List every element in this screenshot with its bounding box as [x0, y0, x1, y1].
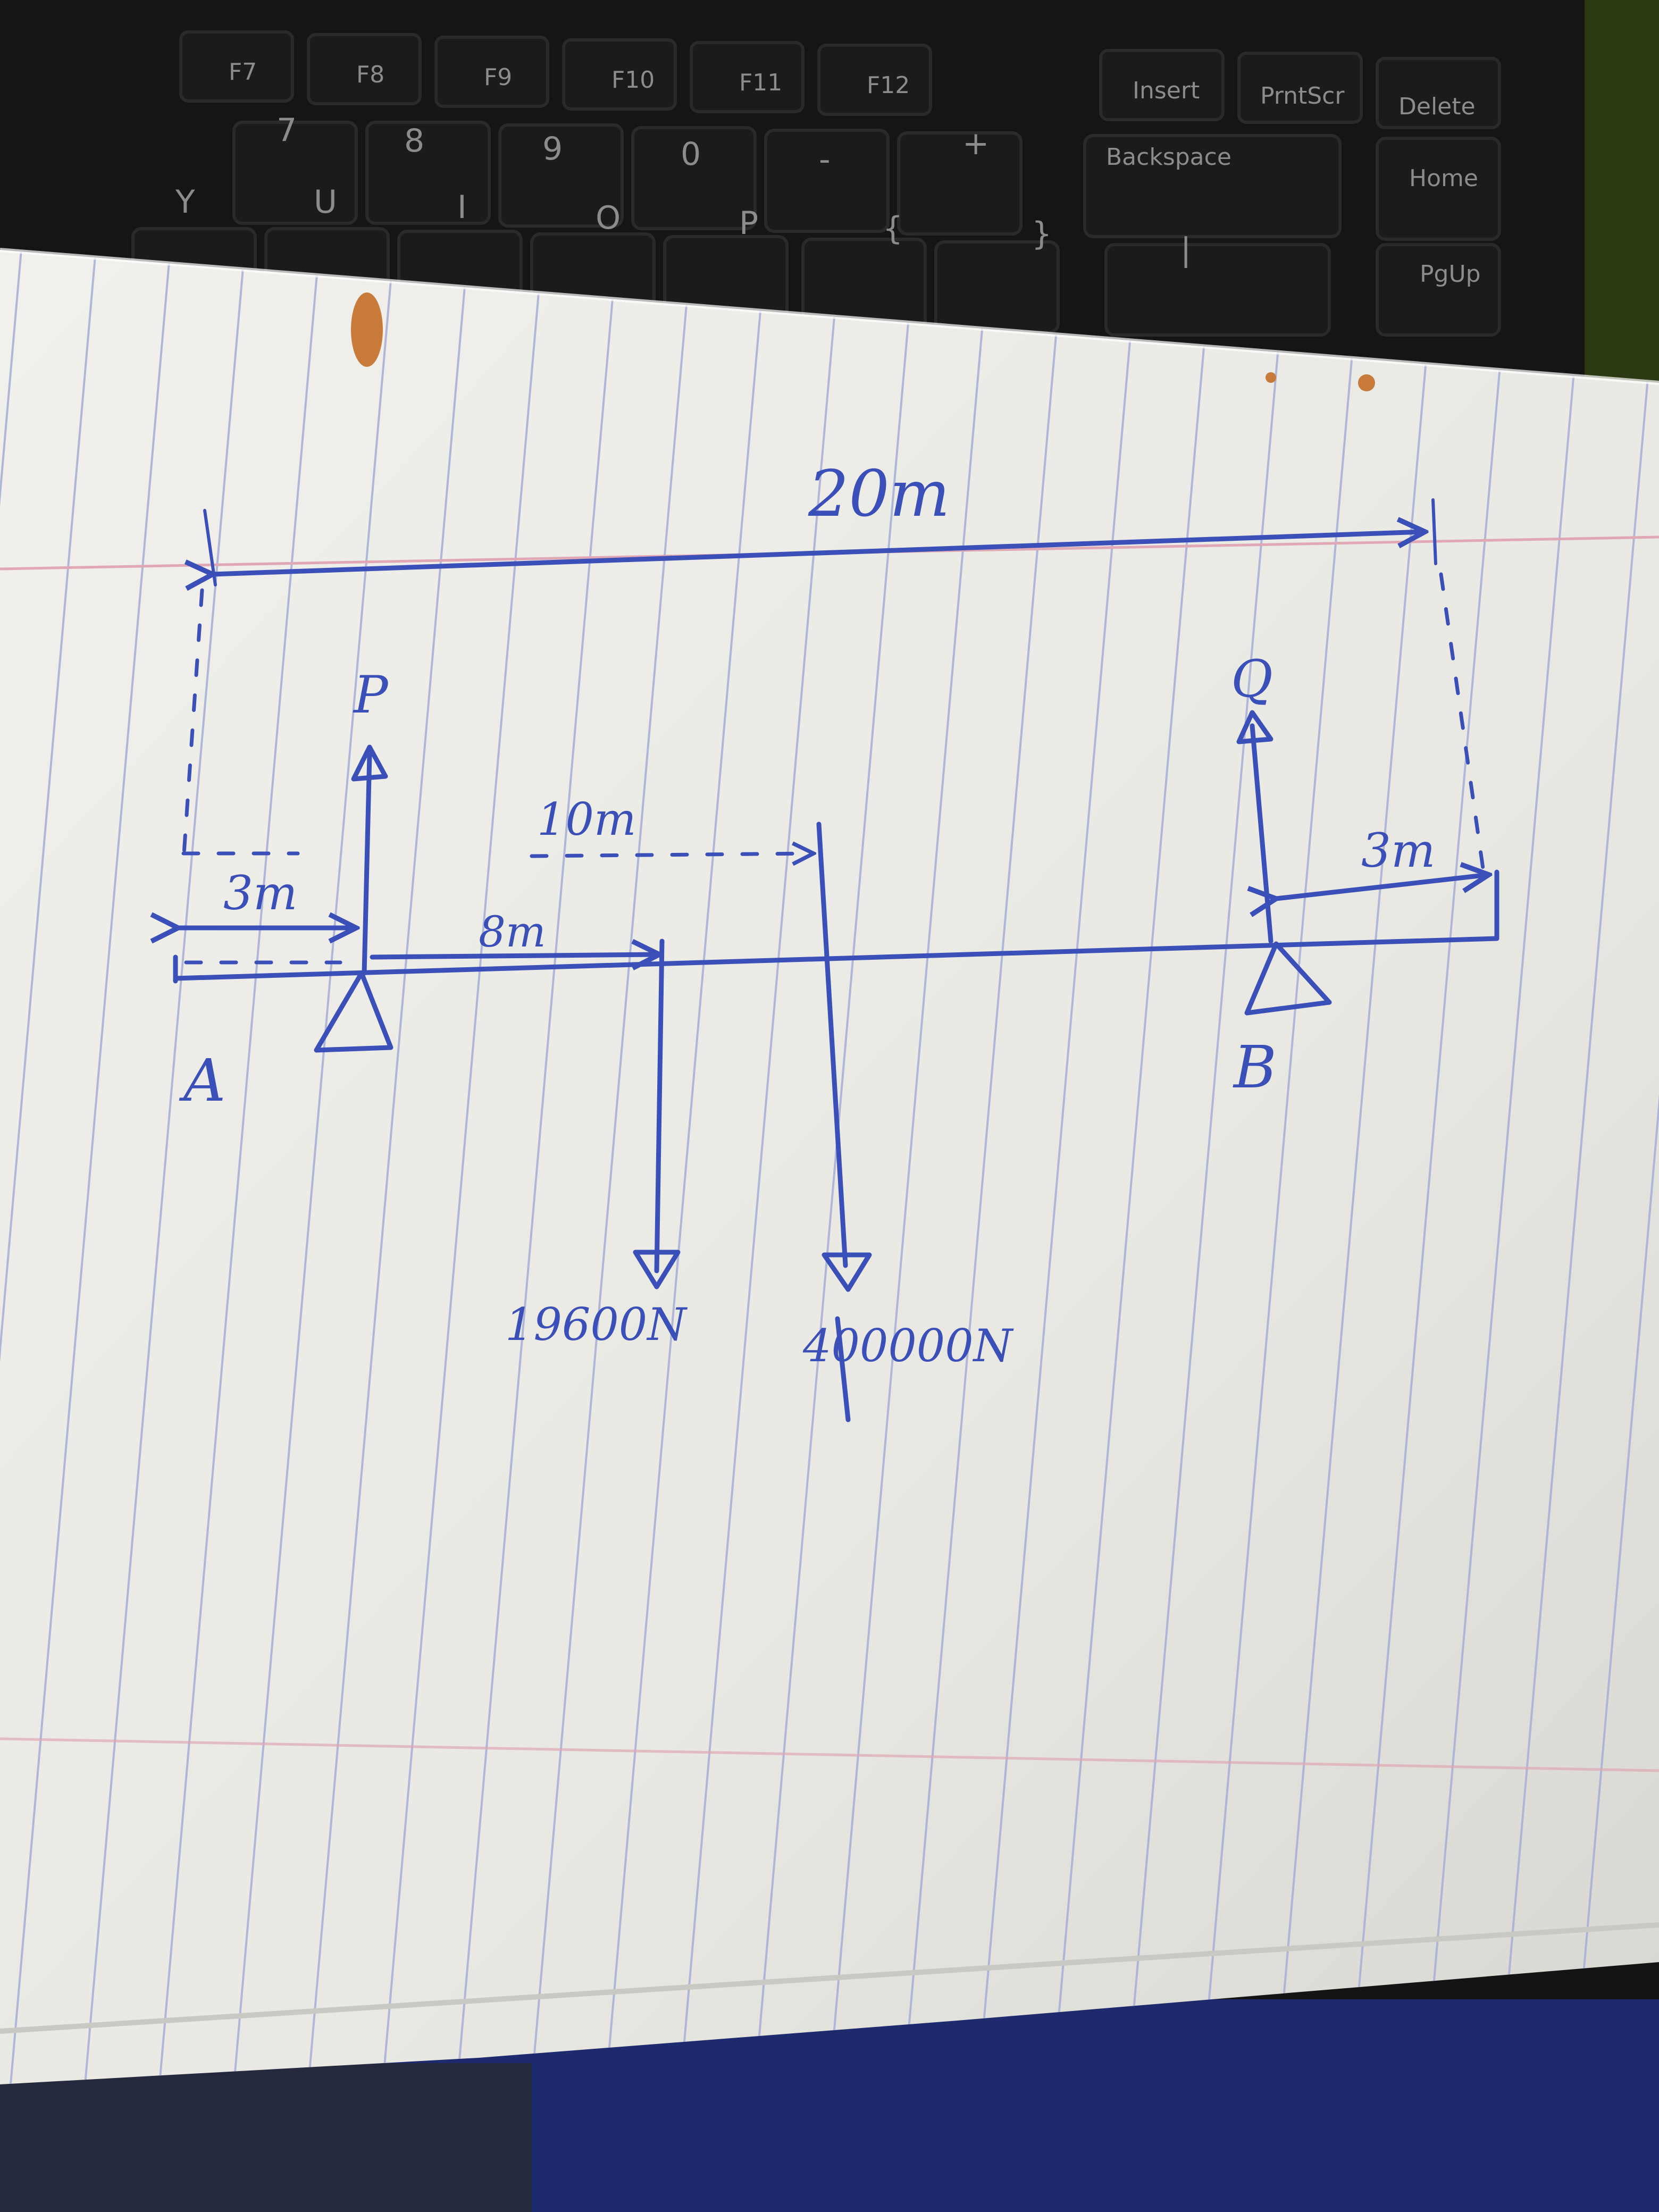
left-extension-line: [181, 588, 204, 864]
key-brace-open[interactable]: {: [883, 210, 903, 247]
rule-line: [1573, 250, 1659, 2084]
span-dimension-line: [213, 532, 1425, 574]
key-backspace[interactable]: Backspace: [1106, 144, 1231, 171]
rule-line: [10, 250, 171, 2084]
key-p[interactable]: P: [739, 205, 758, 242]
load1-arrow: [654, 939, 665, 1273]
rule-line: [0, 250, 97, 2084]
key-0[interactable]: 0: [681, 136, 701, 173]
label-end-b: B: [1233, 1033, 1277, 1101]
label-reaction-q: Q: [1231, 649, 1273, 709]
label-load2: 400000N: [802, 1320, 1014, 1372]
label-dist-load2: 10m: [537, 793, 636, 845]
key-minus[interactable]: -: [819, 141, 831, 178]
key-pipe[interactable]: |: [1180, 231, 1191, 269]
right-overhang-dimension: [1276, 875, 1489, 899]
key-o[interactable]: O: [596, 199, 621, 237]
key-f7[interactable]: F7: [229, 58, 257, 86]
left-support-triangle: [314, 970, 393, 1053]
key-plus[interactable]: +: [962, 125, 989, 162]
key-home[interactable]: Home: [1409, 165, 1478, 192]
key-prntscr[interactable]: PrntScr: [1260, 82, 1345, 110]
key-f10[interactable]: F10: [611, 66, 655, 94]
label-end-a: A: [179, 1046, 225, 1115]
key-f11[interactable]: F11: [739, 69, 782, 96]
key-8[interactable]: 8: [404, 122, 424, 160]
key-u[interactable]: U: [314, 183, 337, 221]
load1-dimension: [370, 954, 659, 957]
key-f12[interactable]: F12: [867, 72, 910, 99]
key-9[interactable]: 9: [542, 130, 563, 167]
key-pgup[interactable]: PgUp: [1420, 261, 1481, 288]
label-total-span: 20m: [808, 457, 950, 531]
key-f8[interactable]: F8: [356, 61, 384, 88]
rule-line: [1350, 250, 1511, 2084]
paper-stain: [351, 292, 383, 367]
label-dist-load1: 8m: [479, 907, 546, 957]
label-load1: 19600N: [505, 1298, 688, 1351]
key-insert[interactable]: Insert: [1133, 77, 1200, 104]
right-support-triangle: [1244, 941, 1332, 1016]
right-extension-line: [1439, 572, 1486, 874]
key-f9[interactable]: F9: [484, 64, 512, 91]
key-delete[interactable]: Delete: [1398, 93, 1476, 120]
load2-arrow: [816, 822, 848, 1268]
rule-line: [1498, 250, 1659, 2084]
label-reaction-p: P: [353, 665, 389, 725]
key-7[interactable]: 7: [276, 112, 297, 149]
key-i[interactable]: I: [457, 189, 467, 226]
label-left-overhang: 3m: [223, 866, 297, 920]
reaction-p-arrow: [362, 752, 372, 976]
rule-line: [1424, 250, 1586, 2084]
label-right-overhang: 3m: [1361, 823, 1435, 878]
key-brace-close[interactable]: }: [1032, 215, 1052, 253]
key-y[interactable]: Y: [175, 183, 195, 221]
load2-dimension: [530, 853, 814, 856]
beam-diagram: 20m P A 3m 8m 19600N 10m 400000N: [175, 457, 1499, 1422]
